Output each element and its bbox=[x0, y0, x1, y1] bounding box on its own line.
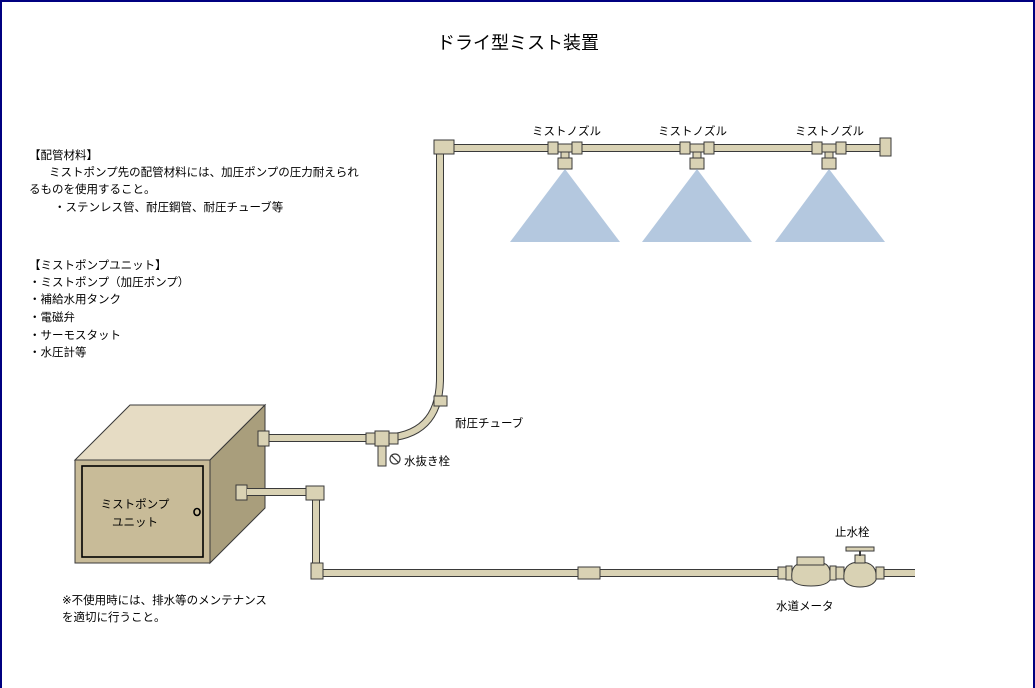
mist-spray-icon bbox=[642, 169, 752, 242]
piping-note-line2: るものを使用すること。 bbox=[29, 182, 156, 196]
nozzle-label: ミストノズル bbox=[795, 124, 864, 138]
maintenance-note-line1: ※不使用時には、排水等のメンテナンス bbox=[62, 593, 267, 607]
mist-nozzle-3 bbox=[775, 141, 885, 242]
pump-unit-item: ・補給水用タンク bbox=[29, 292, 121, 306]
pump-unit-item: ・ミストポンプ（加圧ポンプ） bbox=[29, 275, 190, 289]
mist-spray-icon bbox=[510, 169, 620, 242]
nozzle-label: ミストノズル bbox=[658, 124, 727, 138]
supply-pipe bbox=[247, 488, 915, 577]
stop-valve-label: 止水栓 bbox=[835, 525, 870, 539]
pump-unit-item: ・電磁弁 bbox=[29, 310, 75, 324]
water-meter-icon bbox=[777, 556, 845, 587]
pump-unit-item: ・サーモスタット bbox=[29, 328, 121, 342]
pump-unit-item: ・水圧計等 bbox=[29, 345, 87, 359]
drain-valve-label: 水抜き栓 bbox=[404, 454, 450, 468]
unit-outlet-fitting bbox=[257, 430, 270, 447]
unit-box-label-line1: ミストポンプ bbox=[100, 497, 170, 511]
piping-note-line1: ミストポンプ先の配管材料には、加圧ポンプの圧力耐えられ bbox=[49, 165, 359, 179]
nozzle-label: ミストノズル bbox=[532, 124, 601, 138]
diagram-title: ドライ型ミスト装置 bbox=[437, 33, 599, 54]
mist-nozzle-1 bbox=[510, 141, 620, 242]
elbow-fitting bbox=[310, 562, 324, 580]
unit-box-label-line2: ユニット bbox=[112, 515, 158, 529]
elbow-fitting bbox=[305, 485, 325, 501]
elbow-fitting bbox=[433, 139, 455, 155]
pipe-coupling bbox=[433, 395, 448, 407]
pipe-end-cap bbox=[879, 137, 892, 157]
water-meter-label: 水道メータ bbox=[776, 599, 834, 613]
stop-valve-icon bbox=[843, 546, 885, 588]
piping-note-heading: 【配管材料】 bbox=[29, 148, 98, 162]
drain-valve-icon bbox=[365, 430, 401, 467]
piping-note-line3: ・ステンレス管、耐圧鋼管、耐圧チューブ等 bbox=[54, 200, 284, 214]
mist-spray-icon bbox=[775, 169, 885, 242]
mist-nozzle-2 bbox=[642, 141, 752, 242]
mist-pump-unit-box bbox=[73, 403, 267, 565]
maintenance-note-line2: を適切に行うこと。 bbox=[62, 610, 166, 624]
unit-inlet-fitting bbox=[235, 484, 248, 501]
pressure-tube-label: 耐圧チューブ bbox=[455, 416, 524, 430]
pipe-coupling bbox=[577, 566, 601, 580]
pump-unit-heading: 【ミストポンプユニット】 bbox=[29, 258, 167, 272]
